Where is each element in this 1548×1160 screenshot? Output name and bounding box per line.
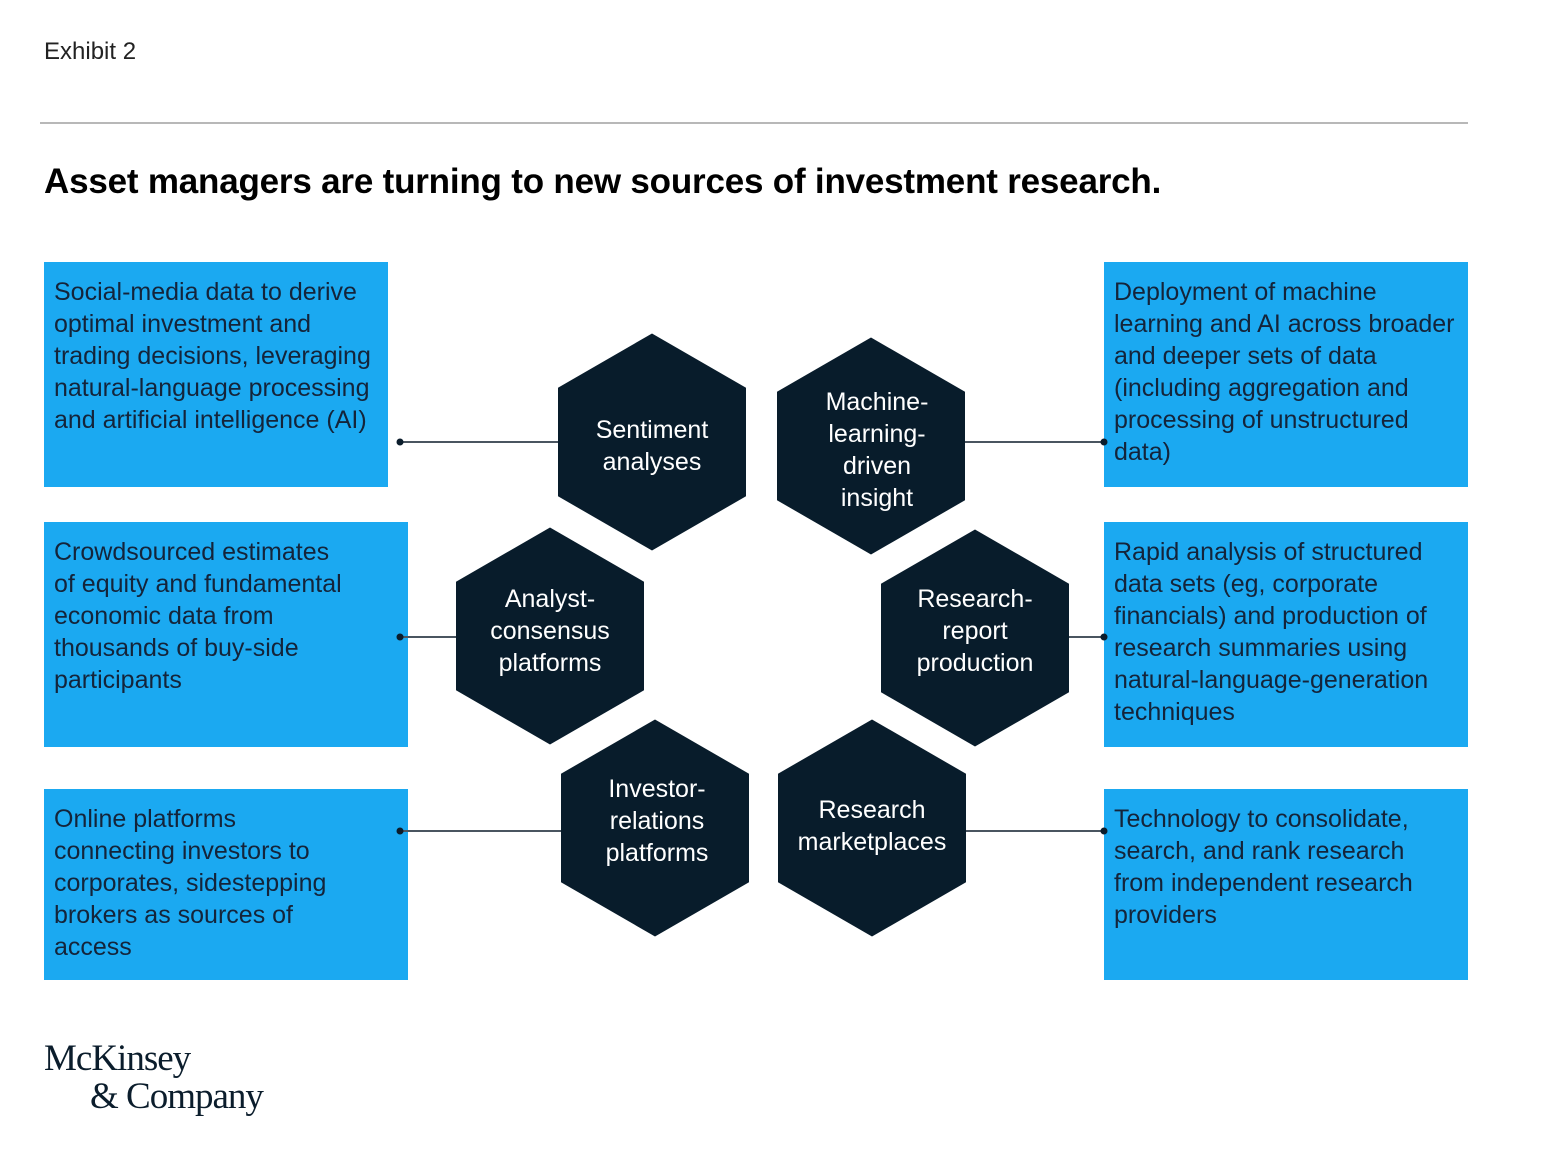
connector-dot xyxy=(1100,827,1108,835)
description-box-investor: Online platforms connecting investors to… xyxy=(44,789,408,980)
description-box-sentiment: Social-media data to derive optimal inve… xyxy=(44,262,388,487)
divider xyxy=(40,122,1468,124)
hexagon-investor xyxy=(561,719,749,937)
hexagon-sentiment xyxy=(558,333,746,551)
connector-dot xyxy=(1100,633,1108,641)
hex-label-machine: Machine-learning-driven insight xyxy=(825,388,929,512)
hex-label-report: Research-report production xyxy=(916,585,1034,677)
connector-dot xyxy=(396,633,404,641)
description-box-marketplaces: Technology to consolidate, search, and r… xyxy=(1104,789,1468,980)
description-box-machine: Deployment of machine learning and AI ac… xyxy=(1104,262,1468,487)
hexagon-marketplaces xyxy=(778,719,966,937)
hexagon-report xyxy=(881,529,1069,747)
description-box-report: Rapid analysis of structured data sets (… xyxy=(1104,522,1468,747)
mckinsey-logo: McKinsey & Company xyxy=(44,1038,264,1117)
connector-dot xyxy=(396,827,404,835)
description-box-analyst: Crowdsourced estimates of equity and fun… xyxy=(44,522,408,747)
logo-line-1: McKinsey xyxy=(44,1038,191,1079)
logo-line-2: & Company xyxy=(90,1076,264,1117)
hexagon-analyst xyxy=(456,527,644,745)
hexagon-machine xyxy=(777,337,965,555)
exhibit-label: Exhibit 2 xyxy=(44,38,137,65)
connector-dot xyxy=(396,438,404,446)
hex-label-investor: Investor-relations platforms xyxy=(605,775,709,867)
connector-dot xyxy=(1100,438,1108,446)
hex-label-sentiment: Sentiment analyses xyxy=(595,416,709,476)
hex-label-marketplaces: Research marketplaces xyxy=(797,796,947,856)
hex-label-analyst: Analyst-consensus platforms xyxy=(490,585,610,677)
chart-title: Asset managers are turning to new source… xyxy=(44,162,1162,201)
